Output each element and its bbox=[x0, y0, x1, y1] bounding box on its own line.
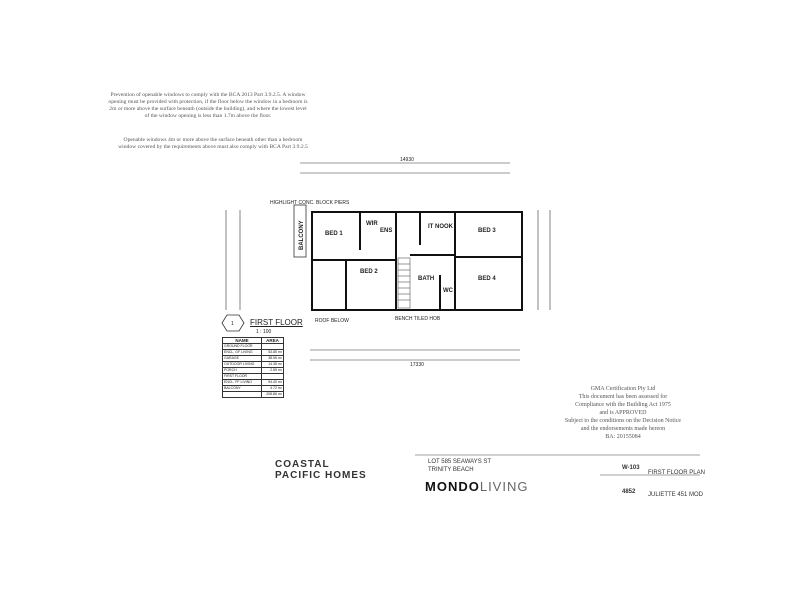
room-label-bed1: BED 1 bbox=[325, 231, 343, 237]
logo-line-1: COASTAL bbox=[275, 459, 330, 470]
bottom-overall-dimension: 17330 bbox=[410, 362, 424, 368]
logo-word-mondo: MONDO bbox=[425, 479, 480, 494]
certification-line: Subject to the conditions on the Decisio… bbox=[564, 418, 682, 424]
room-label-wir: WIR bbox=[366, 221, 378, 227]
certification-line: This document has been assessed for bbox=[578, 394, 668, 400]
sheet-number: W-103 bbox=[622, 465, 640, 471]
block-piers-label: HIGHLIGHT CONC. BLOCK PIERS bbox=[270, 200, 350, 206]
floor-number: 1 bbox=[231, 321, 234, 327]
ba-number: BA: 20155084 bbox=[605, 434, 641, 440]
room-label-balcony: BALCONY bbox=[299, 220, 305, 250]
bench-tiled-label: BENCH TILED HOB bbox=[395, 316, 441, 322]
room-label-wc: WC bbox=[443, 288, 454, 294]
job-number: 4852 bbox=[622, 489, 636, 495]
site-address-line1: LOT 585 SEAWAYS ST bbox=[428, 459, 492, 465]
sheet-title: FIRST FLOOR PLAN bbox=[648, 470, 705, 476]
design-name: JULIETTE 451 MOD bbox=[648, 492, 704, 498]
room-label-ens: ENS bbox=[380, 228, 392, 234]
certification-line: Compliance with the Building Act 1975 bbox=[575, 402, 671, 408]
area-total: 208.86 m² bbox=[261, 391, 284, 398]
certification-stamp: GMA Certification Pty Ltd This document … bbox=[548, 385, 698, 441]
walls bbox=[311, 211, 523, 311]
stairs bbox=[397, 257, 411, 309]
balcony-outline bbox=[293, 204, 307, 258]
coastal-pacific-logo: COASTAL PACIFIC HOMES bbox=[275, 459, 415, 493]
room-label-bath: BATH bbox=[418, 276, 434, 282]
room-label-it-nook: IT NOOK bbox=[428, 224, 454, 230]
window-4m-note: Openable windows 4m or more above the su… bbox=[118, 137, 308, 150]
mondo-living-logo: MONDOLIVING bbox=[425, 479, 528, 494]
title-block-lines bbox=[415, 454, 700, 476]
site-address-line2: TRINITY BEACH bbox=[428, 467, 474, 473]
room-label-bed2: BED 2 bbox=[360, 269, 378, 275]
first-floor-title: FIRST FLOOR bbox=[250, 318, 303, 327]
certification-line: and the endorsements made hereon bbox=[580, 426, 666, 432]
top-overall-dimension: 14930 bbox=[400, 157, 414, 163]
room-label-bed3: BED 3 bbox=[478, 228, 496, 234]
logo-word-living: LIVING bbox=[479, 479, 529, 494]
window-protection-note: Prevention of openable windows to comply… bbox=[108, 92, 308, 119]
floor-marker-hexagon bbox=[221, 314, 245, 332]
table-row: 208.86 m² bbox=[221, 391, 284, 398]
first-floor-scale: 1 : 100 bbox=[256, 329, 272, 335]
certification-line: and is APPROVED bbox=[599, 410, 647, 416]
dimension-lines bbox=[225, 162, 551, 361]
area-name bbox=[221, 391, 263, 398]
logo-line-2: PACIFIC HOMES bbox=[275, 470, 367, 481]
roof-below-label: ROOF BELOW bbox=[315, 318, 349, 324]
room-label-bed4: BED 4 bbox=[478, 276, 496, 282]
certifier-name: GMA Certification Pty Ltd bbox=[590, 386, 656, 392]
